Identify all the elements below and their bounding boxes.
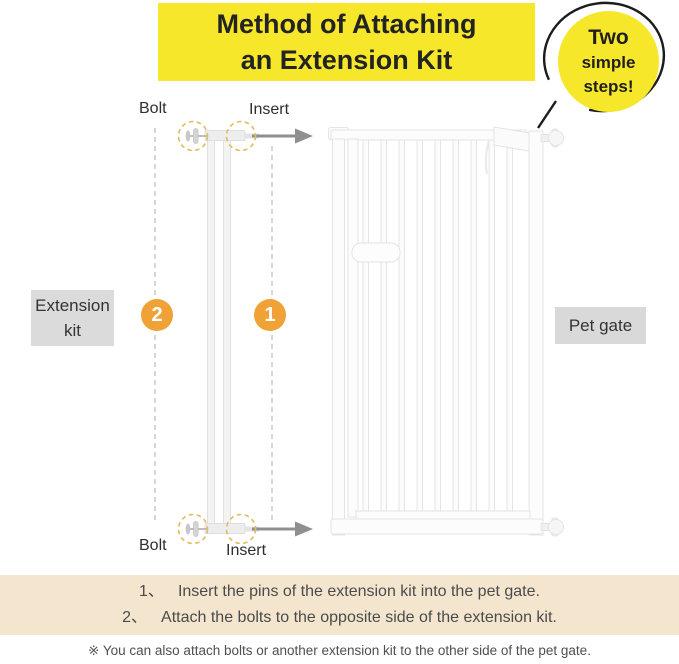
two-steps-badge: Two simple steps! [558, 11, 659, 112]
insert-label-bottom: Insert [226, 542, 267, 559]
instruction-step-2: 2、 Attach the bolts to the opposite side… [122, 607, 557, 629]
badge-line3: steps! [583, 76, 634, 96]
dashed-circle-bolt-top [177, 120, 209, 152]
extension-bar-right [223, 135, 231, 529]
instruction-step-1-number: 1、 [139, 583, 164, 600]
badge-line2: simple [581, 52, 636, 72]
insert-label-top: Insert [249, 101, 290, 118]
dashed-circle-insert-bottom [225, 513, 257, 545]
pet-gate-plate: Pet gate [555, 307, 646, 344]
pet-gate-plate-label: Pet gate [568, 316, 633, 335]
bolt-label-top: Bolt [139, 100, 167, 117]
page-title-line1: Method of Attaching [216, 9, 477, 39]
instruction-band: 1、 Insert the pins of the extension kit … [0, 575, 679, 635]
dashed-circle-bolt-bottom [177, 513, 209, 545]
arrow-bottom-icon [252, 521, 313, 537]
pet-gate-drawing [328, 126, 564, 537]
step-marker-1: 1 [254, 299, 286, 331]
gate-latch-cable [484, 139, 490, 175]
badge-line1: Two [588, 25, 629, 49]
extension-kit-plate: Extension kit [31, 290, 114, 346]
instruction-step-1: 1、 Insert the pins of the extension kit … [139, 581, 540, 603]
gate-knob-top-icon [540, 128, 564, 148]
bolt-bottom-icon [185, 521, 207, 537]
bolt-label-bottom: Bolt [139, 537, 167, 554]
extension-crossbar-top [204, 130, 246, 141]
page-title-line2: an Extension Kit [240, 45, 453, 75]
arrow-top-icon [252, 128, 313, 144]
gate-latch-handle [351, 242, 401, 263]
footnote: ※ You can also attach bolts or another e… [88, 643, 591, 658]
extension-kit-plate-line2: kit [64, 321, 81, 340]
extension-bar-left [207, 135, 215, 529]
dashed-highlight-circles [177, 120, 257, 545]
extension-kit-plate-line1: Extension [35, 296, 110, 315]
page-title: Method of Attaching an Extension Kit [158, 3, 535, 81]
step-marker-2: 2 [141, 299, 173, 331]
gate-right-post [528, 130, 544, 536]
gate-hinge-post [347, 138, 359, 518]
extension-kit-drawing [185, 128, 269, 537]
bolt-top-icon [185, 128, 207, 144]
gate-bars [362, 139, 513, 515]
instruction-step-1-text: Insert the pins of the extension kit int… [177, 583, 540, 600]
gate-bottom-rail [330, 518, 544, 535]
instruction-step-2-text: Attach the bolts to the opposite side of… [161, 609, 557, 626]
extension-crossbar-bottom [204, 523, 246, 534]
dashed-circle-insert-top [225, 120, 257, 152]
instruction-step-2-number: 2、 [122, 609, 148, 626]
gate-left-post [332, 138, 345, 536]
gate-knob-bottom-icon [540, 517, 564, 537]
